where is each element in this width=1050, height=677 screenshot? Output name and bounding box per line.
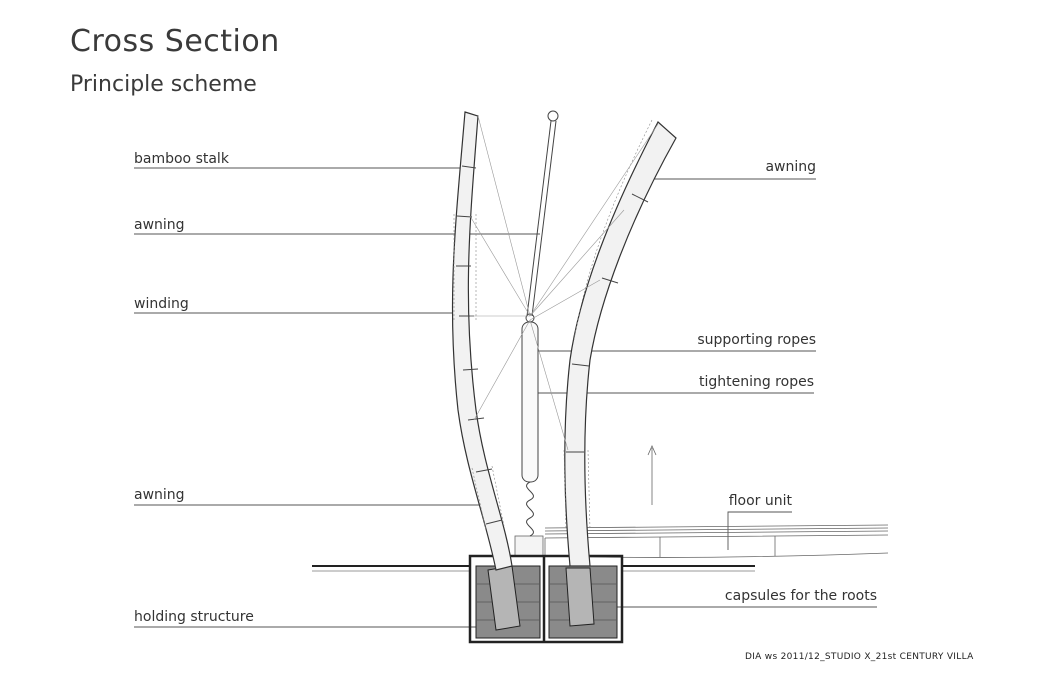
label-awning-left-top: awning: [134, 217, 185, 233]
ground: [312, 565, 755, 572]
bamboo-stalk-right: [563, 119, 677, 567]
label-bamboo-stalk: bamboo stalk: [134, 151, 229, 167]
diagram-subtitle: Principle scheme: [70, 72, 257, 97]
bamboo-stalk-left: [451, 111, 513, 571]
label-holding-structure: holding structure: [134, 609, 254, 625]
leader-floor-unit: [727, 511, 792, 550]
label-tightening-ropes: tightening ropes: [698, 374, 814, 390]
holding-structure: [468, 554, 624, 644]
credit-text: DIA ws 2011/12_STUDIO X_21st CENTURY VIL…: [745, 652, 974, 662]
label-awning-left-bottom: awning: [134, 487, 185, 503]
direction-arrow: [647, 445, 657, 505]
label-floor-unit: floor unit: [728, 493, 792, 509]
label-winding: winding: [134, 296, 189, 312]
ropes: [469, 115, 659, 451]
diagram-title: Cross Section: [70, 24, 280, 59]
label-capsules-for-the-roots: capsules for the roots: [724, 588, 877, 604]
label-awning-right: awning: [765, 159, 816, 175]
label-supporting-ropes: supporting ropes: [697, 332, 816, 348]
center-mast: [521, 110, 559, 537]
